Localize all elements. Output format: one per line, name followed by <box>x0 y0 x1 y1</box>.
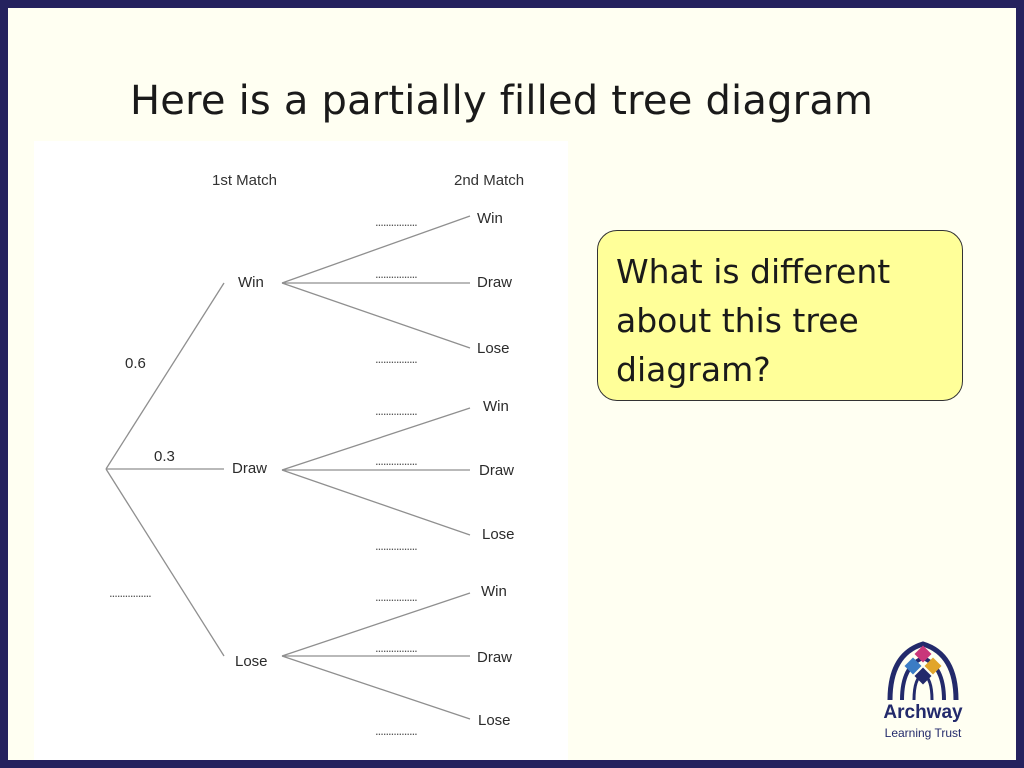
prob-root-lose: ................ <box>109 585 151 600</box>
prob-lose-lose: ................ <box>375 723 417 738</box>
node-win-lose: Lose <box>477 340 510 357</box>
node-first-lose: Lose <box>235 653 268 670</box>
question-callout: What is different about this tree diagra… <box>597 230 963 401</box>
node-lose-lose: Lose <box>478 712 511 729</box>
tree-diagram: 1st Match 2nd Match 0.6 0.3 ............… <box>34 141 568 760</box>
header-second-match: 2nd Match <box>454 172 524 189</box>
node-lose-win: Win <box>481 583 507 600</box>
branch-draw-lose <box>281 469 471 536</box>
logo-diamond-right <box>924 657 942 675</box>
prob-root-win: 0.6 <box>125 355 146 372</box>
branch-lose-win <box>281 592 471 657</box>
logo-diamond-top <box>914 645 932 663</box>
branch-root-win <box>105 282 225 470</box>
node-draw-lose: Lose <box>482 526 515 543</box>
node-win-draw: Draw <box>477 274 512 291</box>
node-draw-win: Win <box>483 398 509 415</box>
node-first-draw: Draw <box>232 460 267 477</box>
logo-diamond-bottom <box>914 667 932 685</box>
prob-draw-lose: ................ <box>375 538 417 553</box>
node-win-win: Win <box>477 210 503 227</box>
archway-logo-mark <box>887 641 959 701</box>
prob-lose-win: ................ <box>375 589 417 604</box>
tree-diagram-svg: 1st Match 2nd Match 0.6 0.3 ............… <box>105 172 524 738</box>
node-first-win: Win <box>238 274 264 291</box>
node-draw-draw: Draw <box>479 462 514 479</box>
archway-logo: Archway Learning Trust <box>868 636 978 746</box>
prob-lose-draw: ................ <box>375 640 417 655</box>
branch-win-win <box>281 215 471 284</box>
prob-root-draw: 0.3 <box>154 448 175 465</box>
callout-question-text: What is different about this tree diagra… <box>616 252 891 389</box>
slide: Here is a partially filled tree diagram … <box>8 8 1016 760</box>
logo-wordmark: Archway <box>883 702 963 723</box>
branch-win-lose <box>281 282 471 349</box>
prob-win-win: ................ <box>375 214 417 229</box>
node-lose-draw: Draw <box>477 649 512 666</box>
prob-draw-draw: ................ <box>375 453 417 468</box>
logo-subtitle: Learning Trust <box>884 726 962 740</box>
branch-root-lose <box>105 468 225 657</box>
branch-lose-lose <box>281 655 471 720</box>
prob-win-draw: ................ <box>375 266 417 281</box>
header-first-match: 1st Match <box>212 172 277 189</box>
prob-win-lose: ................ <box>375 351 417 366</box>
slide-title: Here is a partially filled tree diagram <box>130 78 874 124</box>
logo-diamond-left <box>904 657 922 675</box>
branch-draw-win <box>281 407 471 471</box>
prob-draw-win: ................ <box>375 403 417 418</box>
